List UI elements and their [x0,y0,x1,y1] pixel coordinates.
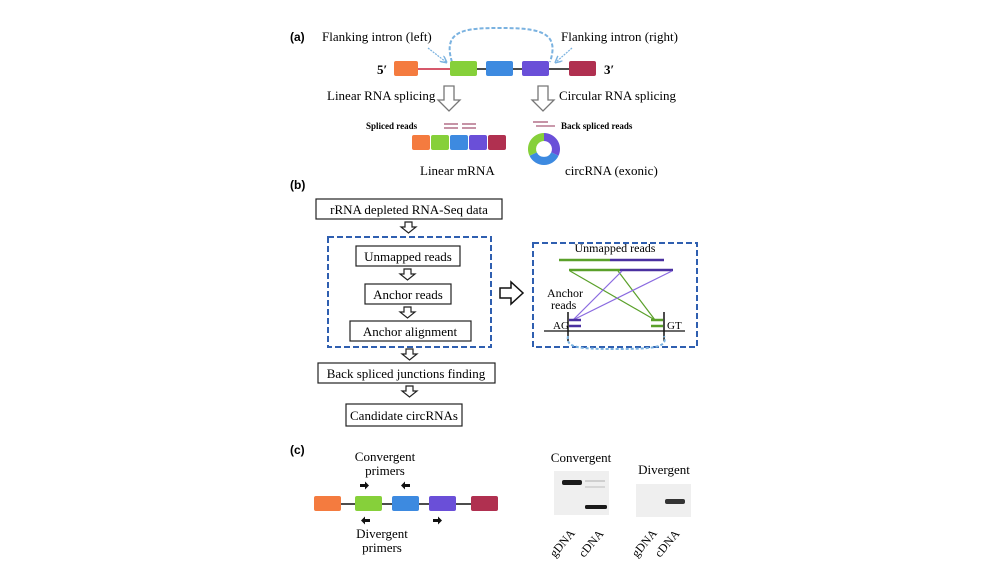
flanking-intron-left-label: Flanking intron (left) [322,29,432,44]
exon-3 [486,61,513,76]
five-prime-label: 5′ [377,62,387,77]
divergent-forward-primer-icon [433,516,442,525]
band-convergent-cdna [585,505,607,509]
exon-1 [394,61,418,76]
convergent-primers-label-line1: Convergent [355,449,416,464]
step-box-back-spliced-junctions [317,362,496,384]
step-anchor-reads-label: Anchor reads [373,287,443,302]
panel-c-label: (c) [290,443,305,457]
inset-dashed-box [532,242,698,348]
flow-arrow-icon [400,385,419,398]
backsplice-arc [448,26,554,63]
flow-arrow-icon [398,268,417,281]
flank-right-pointer-arrow [556,47,573,62]
step-box-unmapped-reads [355,245,461,267]
back-spliced-reads-marks [533,121,555,127]
step-back-spliced-junctions-label: Back spliced junctions finding [327,366,486,381]
exon-3-c [392,496,419,511]
spliced-reads-label: Spliced reads [366,121,418,131]
linear-mrna-label: Linear mRNA [420,163,495,178]
flow-arrow-icon [398,306,417,319]
band-convergent-cdna-faint-1 [585,480,605,482]
alignment-lines [569,270,673,321]
step-box-anchor-reads [364,283,452,305]
lane-label-gdna-convergent: gDNA [547,526,579,560]
back-spliced-reads-label: Back spliced reads [561,121,633,131]
circular-rna-splicing-label: Circular RNA splicing [559,88,676,103]
flank-left-pointer-arrow [427,47,446,62]
circrna-ring [527,132,561,166]
step-unmapped-reads-label: Unmapped reads [364,249,452,264]
exon-2-c [355,496,382,511]
flow-arrow-icon [399,221,418,234]
three-prime-label: 3′ [604,62,614,77]
spliced-reads-marks [444,123,476,129]
linear-mrna-exons [412,135,506,150]
exon-4-c [429,496,456,511]
band-convergent-cdna-faint-2 [585,486,605,488]
step-rna-seq-label: rRNA depleted RNA-Seq data [330,202,488,217]
panel-b-label: (b) [290,178,305,192]
pipeline-dashed-box [327,236,492,348]
convergent-forward-primer-icon [360,481,369,490]
linear-splicing-arrow-icon [436,85,462,112]
flanking-intron-right-label: Flanking intron (right) [561,29,678,44]
step-box-candidate-circrnas [345,403,463,427]
lane-label-cdna-convergent: cDNA [576,527,607,560]
exon-1-c [314,496,341,511]
exon-4 [522,61,549,76]
inset-anchor-label-line1: Anchor [547,286,583,300]
convergent-reverse-primer-icon [401,481,410,490]
exon-5 [569,61,596,76]
exon-5-c [471,496,498,511]
inset-gt-label: GT [667,320,682,332]
step-candidate-circrnas-label: Candidate circRNAs [350,408,458,423]
lane-label-cdna-divergent: cDNA [652,527,683,560]
gel-divergent-title: Divergent [638,462,690,477]
band-divergent-cdna [665,499,685,504]
flow-arrow-icon [400,348,419,361]
inset-anchor-label-line2: reads [551,298,577,312]
panel-b: (b) rRNA depleted RNA-Seq data Unmapped … [290,178,698,427]
linear-rna-splicing-label: Linear RNA splicing [327,88,436,103]
step-box-anchor-alignment [349,320,472,342]
circular-splicing-arrow-icon [530,85,556,112]
inset-ag-label: AG [553,320,569,332]
gel-convergent-title: Convergent [551,450,612,465]
inset-unmapped-reads-label: Unmapped reads [575,241,656,255]
panel-a-label: (a) [290,30,305,44]
divergent-primers-label-line2: primers [362,540,402,555]
panel-a: (a) Flanking intron (left) Flanking intr… [290,26,678,178]
circrna-label: circRNA (exonic) [565,163,658,178]
inset-pointer-arrow-icon [499,280,525,306]
exon-2 [450,61,477,76]
step-anchor-alignment-label: Anchor alignment [363,324,458,339]
step-box-rna-seq [315,198,503,220]
panel-c: (c) Convergent primers Divergent primers… [290,443,691,560]
divergent-reverse-primer-icon [361,516,370,525]
convergent-primers-label-line2: primers [365,463,405,478]
band-convergent-gdna [562,480,582,485]
inset-backsplice-arc [566,335,666,351]
divergent-primers-label-line1: Divergent [356,526,408,541]
